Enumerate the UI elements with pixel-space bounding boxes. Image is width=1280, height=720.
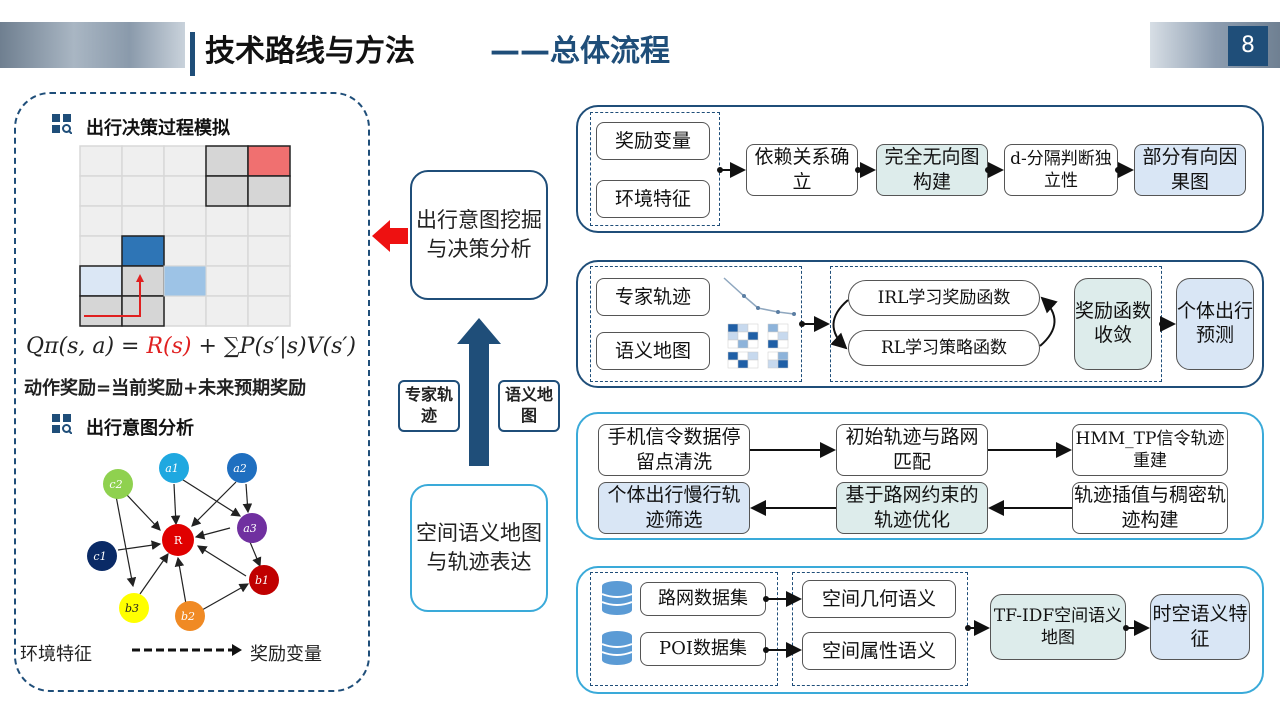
- node-r: R: [174, 534, 183, 547]
- q-value-formula: Qπ(s, a) = R(s) + ∑P(s′|s)V(s′): [26, 334, 356, 359]
- spatiotemporal-feature-box: 时空语义特征: [1150, 594, 1250, 660]
- node-b3: b3: [125, 602, 139, 615]
- blue-arrow-up-icon: [457, 318, 501, 466]
- dataset-group: [590, 572, 778, 686]
- semantic-map-panel: [576, 566, 1264, 694]
- individual-prediction-box: 个体出行预测: [1176, 278, 1254, 370]
- irl-reward-box: IRL学习奖励函数: [848, 280, 1040, 316]
- slow-trip-filter-box: 个体出行慢行轨迹筛选: [598, 482, 750, 534]
- database-icon: [601, 631, 633, 665]
- road-dataset-box: 路网数据集: [640, 582, 766, 616]
- red-arrow-left-icon: [372, 220, 408, 252]
- irl-panel: [576, 260, 1264, 388]
- tag-expert-trajectory: 专家轨迹: [398, 380, 460, 432]
- trajectory-matrix-icon: [723, 277, 796, 369]
- rl-policy-box: RL学习策略函数: [848, 330, 1040, 366]
- signaling-clean-box: 手机信令数据停留点清洗: [598, 424, 750, 476]
- poi-dataset-box: POI数据集: [640, 632, 766, 666]
- grid-world: [79, 145, 291, 327]
- database-icon: [601, 581, 633, 615]
- map-matching-box: 初始轨迹与路网匹配: [836, 424, 988, 476]
- intent-mining-box: 出行意图挖掘与决策分析: [410, 170, 548, 300]
- node-b2: b2: [181, 610, 195, 623]
- header-banner-left: [0, 22, 185, 68]
- grid-search-icon: [52, 414, 72, 434]
- semantic-map-box: 语义地图: [596, 332, 710, 370]
- page-title: 技术路线与方法: [205, 34, 415, 69]
- tag-semantic-map: 语义地图: [498, 380, 560, 432]
- hmm-reconstruct-box: HMM_TP信令轨迹重建: [1072, 424, 1228, 476]
- env-feature-box: 环境特征: [596, 180, 710, 218]
- trajectory-reconstruction-panel: [576, 412, 1264, 540]
- causal-discovery-panel: [576, 105, 1264, 233]
- node-c2: c2: [109, 478, 122, 491]
- page-subtitle: ——总体流程: [490, 34, 670, 69]
- legend-env-feature: 环境特征: [20, 644, 92, 665]
- node-a1: a1: [165, 462, 179, 475]
- node-a3: a3: [243, 522, 257, 535]
- spatial-semantic-box: 空间语义地图与轨迹表达: [410, 484, 548, 612]
- partial-directed-box: 部分有向因果图: [1134, 144, 1246, 196]
- dependency-box: 依赖关系确立: [746, 144, 858, 196]
- d-separation-box: d-分隔判断独立性: [1004, 144, 1118, 196]
- attribute-semantic-box: 空间属性语义: [802, 632, 956, 670]
- page-number: 8: [1228, 26, 1268, 66]
- expert-trajectory-box: 专家轨迹: [596, 278, 710, 316]
- undirected-graph-box: 完全无向图构建: [876, 144, 988, 196]
- section-title-decision: 出行决策过程模拟: [86, 118, 230, 139]
- reward-variable-box: 奖励变量: [596, 122, 710, 160]
- road-constraint-box: 基于路网约束的轨迹优化: [836, 482, 988, 534]
- reward-converge-box: 奖励函数收敛: [1074, 278, 1152, 370]
- tfidf-map-box: TF-IDF空间语义地图: [990, 594, 1126, 660]
- node-c1: c1: [93, 550, 106, 563]
- title-accent-bar: [190, 32, 195, 76]
- interpolation-box: 轨迹插值与稠密轨迹构建: [1072, 482, 1228, 534]
- node-b1: b1: [255, 574, 269, 587]
- causal-graph: a1 a2 a3 c2 c1 R b1 b2 b3: [87, 453, 279, 631]
- grid-search-icon: [52, 114, 72, 134]
- geometric-semantic-box: 空间几何语义: [802, 580, 956, 618]
- node-a2: a2: [233, 462, 247, 475]
- dashed-arrow-icon: [132, 644, 242, 656]
- legend-reward-variable: 奖励变量: [250, 644, 322, 665]
- section-title-intent: 出行意图分析: [86, 418, 194, 439]
- decision-simulation-panel: [14, 92, 370, 692]
- action-reward-note: 动作奖励=当前奖励+未来预期奖励: [24, 378, 307, 399]
